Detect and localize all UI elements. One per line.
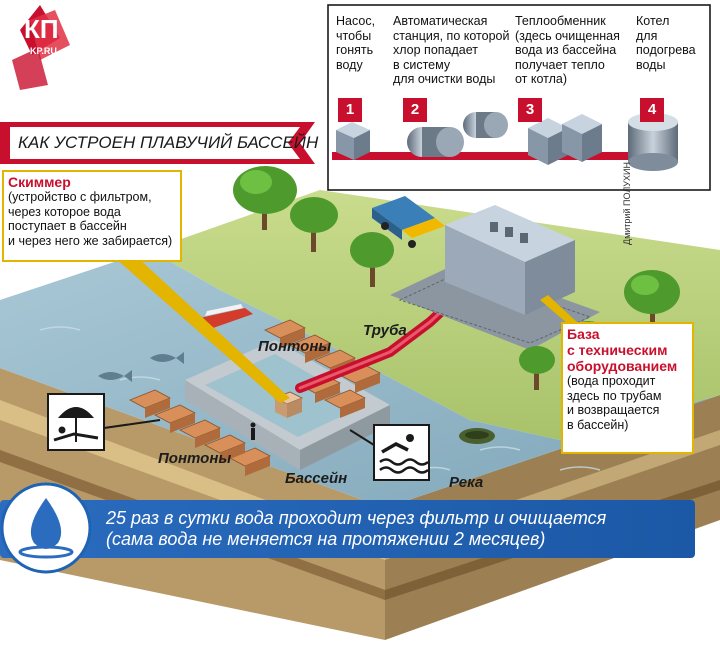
label-pontoons-left: Понтоны bbox=[158, 450, 232, 467]
person-figure bbox=[250, 422, 256, 440]
kp-logo bbox=[12, 5, 70, 90]
tanker-truck bbox=[372, 196, 445, 248]
base-text: (вода проходит здесь по трубам и возвращ… bbox=[567, 374, 662, 432]
equipment-label-1: Насос, чтобы гонять воду bbox=[336, 14, 376, 72]
page-title: КАК УСТРОЕН ПЛАВУЧИЙ БАССЕЙН bbox=[18, 133, 319, 152]
info-banner bbox=[0, 500, 695, 558]
equipment-badge-2: 2 bbox=[403, 98, 427, 122]
logo-sub: KP.RU bbox=[30, 46, 57, 56]
equipment-badge-4: 4 bbox=[640, 98, 664, 122]
equipment-badge-1: 1 bbox=[338, 98, 362, 122]
water-drop-icon bbox=[0, 482, 92, 574]
author-credit: Дмитрий ПОЛУХИН bbox=[622, 162, 632, 245]
swimming-icon bbox=[373, 424, 430, 481]
base-building bbox=[390, 205, 600, 350]
skimmer-callout: Скиммер (устройство с фильтром, через ко… bbox=[2, 170, 182, 262]
label-pool: Бассейн bbox=[285, 470, 348, 487]
equipment-label-4: Котел для подогрева воды bbox=[636, 14, 696, 72]
base-title: База с техническим оборудованием bbox=[567, 326, 678, 374]
beach-umbrella-icon bbox=[47, 393, 105, 451]
base-callout: База с техническим оборудованием (вода п… bbox=[561, 322, 694, 454]
motor-boat bbox=[200, 304, 253, 328]
label-pipe: Труба bbox=[363, 322, 407, 339]
swim-leader bbox=[349, 429, 375, 446]
rubber-boat bbox=[459, 428, 495, 444]
callout-leaders bbox=[115, 258, 580, 403]
skimmer-title: Скиммер bbox=[8, 174, 71, 190]
equipment-label-2: Автоматическая станция, по которой хлор … bbox=[393, 14, 510, 86]
equipment-label-3: Теплообменник (здесь очищенная вода из б… bbox=[515, 14, 620, 86]
fish-icon bbox=[98, 352, 184, 382]
banner-text: 25 раз в сутки вода проходит через фильт… bbox=[106, 508, 607, 549]
equipment-badge-3: 3 bbox=[518, 98, 542, 122]
beach-leader bbox=[103, 419, 161, 429]
title-ribbon bbox=[0, 122, 315, 164]
logo-text: КП bbox=[24, 14, 59, 44]
label-pontoons-top: Понтоны bbox=[258, 338, 332, 355]
equipment-panel bbox=[327, 4, 711, 191]
label-river: Река bbox=[449, 474, 484, 491]
skimmer-text: (устройство с фильтром, через которое во… bbox=[8, 190, 173, 248]
trees bbox=[233, 166, 680, 390]
